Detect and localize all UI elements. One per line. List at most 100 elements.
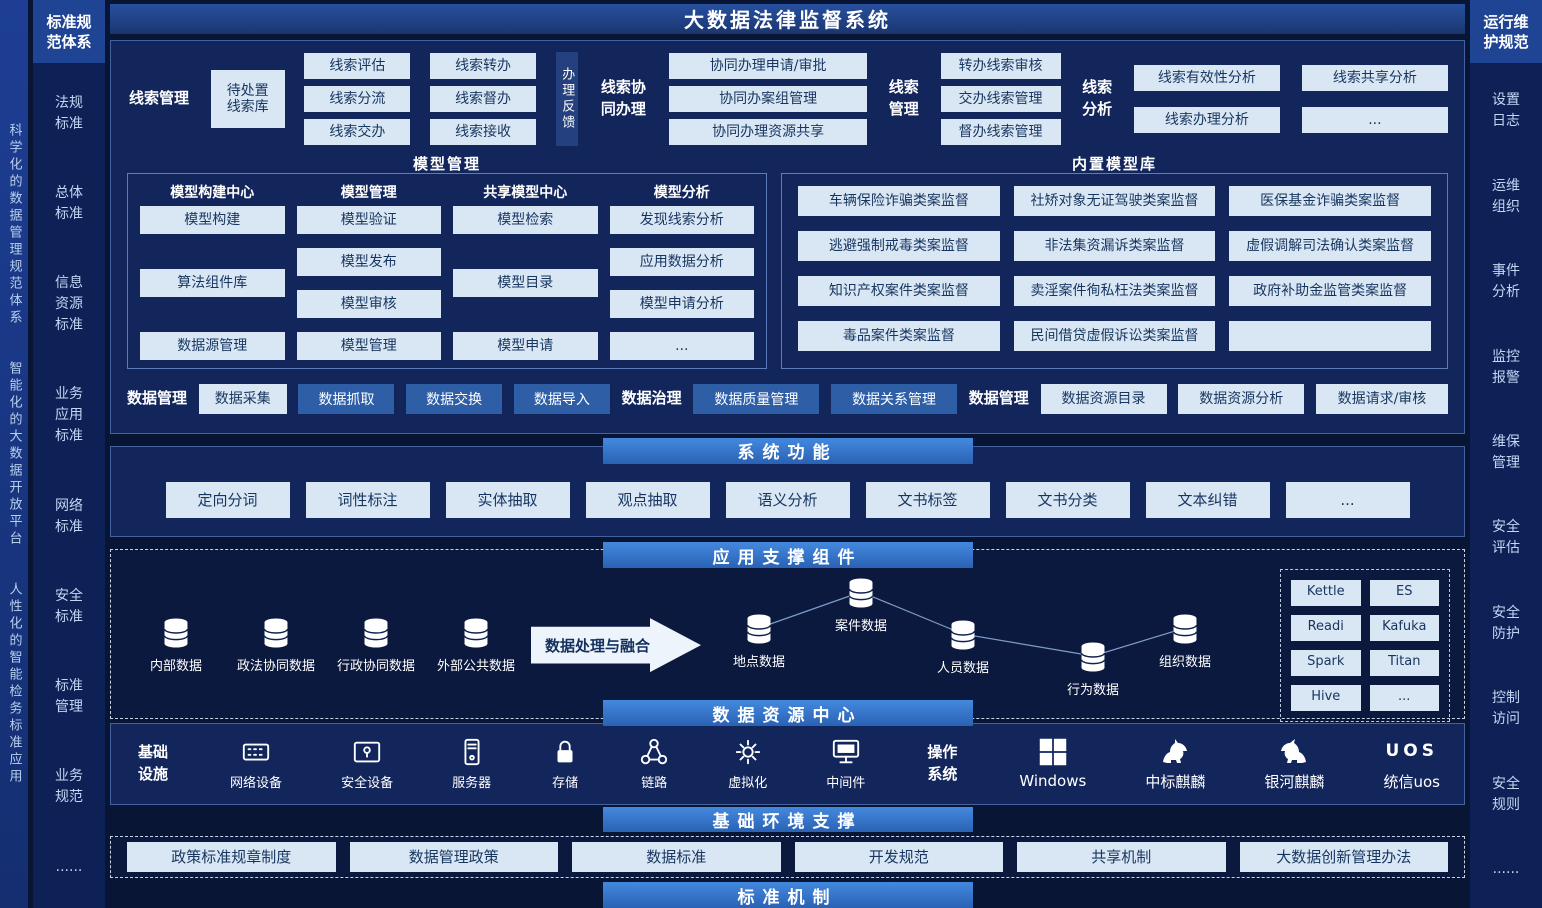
clue-analysis-label: 线索分析	[1082, 78, 1113, 118]
clue-box: 转办线索审核	[940, 52, 1061, 79]
data-box: 数据资源目录	[1040, 383, 1167, 414]
standards-list: 法规标准 总体标准 信息资源标准 业务应用标准 网络标准 安全标准 标准管理 业…	[33, 63, 105, 908]
function-box: 定向分词	[165, 482, 290, 519]
motto-text: 科学化的数据管理规范体系	[6, 122, 22, 327]
list-item: 网络标准	[55, 497, 83, 535]
function-box: 词性标注	[305, 482, 430, 519]
library-cell: 毒品案件类案监督	[798, 320, 1000, 351]
tech-box: ...	[1369, 684, 1439, 711]
list-item: 安全规则	[1492, 775, 1520, 813]
data-box: 数据采集	[198, 383, 287, 414]
model-group: 模型管理 模型验证 模型发布 模型审核 模型管理	[296, 182, 441, 360]
device-item: 中间件	[826, 737, 865, 791]
process-arrow: 数据处理与融合	[531, 618, 701, 673]
list-item: 控制访问	[1492, 690, 1520, 728]
function-box: 语义分析	[725, 482, 850, 519]
list-item: 监控报警	[1492, 348, 1520, 386]
model-item: ...	[609, 331, 754, 360]
function-box: 文书标签	[865, 482, 990, 519]
data-box: 数据请求/审核	[1315, 383, 1448, 414]
database-icon	[263, 618, 289, 648]
pending-clue-pool-text: 待处置线索库	[226, 82, 269, 115]
model-item: 发现线索分析	[609, 205, 754, 234]
library-cell: 社矫对象无证驾驶类案监督	[1013, 185, 1216, 216]
fused-data-cluster: 地点数据 案件数据 人员数据 行为数据 组织数据	[717, 576, 1227, 714]
kylin-horse-icon	[1281, 738, 1307, 763]
data-sources: 内部数据 政法协同数据 行政协同数据 外部公共数据	[137, 616, 515, 674]
target-label: 行为数据	[1066, 683, 1119, 699]
clue-box: 线索有效性分析	[1133, 64, 1280, 91]
model-group-header: 模型分析	[653, 184, 710, 201]
clue-box: 线索交办	[304, 118, 411, 145]
device-label: 存储	[552, 775, 579, 791]
data-manage-label: 数据管理	[127, 388, 188, 407]
clue-col-2: 线索转办 线索督办 线索接收	[430, 52, 537, 145]
os-name: Windows	[1019, 772, 1087, 791]
model-group: 模型分析 发现线索分析 应用数据分析 模型申请分析 ...	[609, 182, 754, 360]
data-target: 行为数据	[1061, 640, 1125, 698]
list-item: 业务应用标准	[55, 386, 83, 445]
clue-collab-label: 线索协同办理	[600, 78, 646, 118]
list-item: 业务规范	[55, 768, 83, 806]
ops-sidebar: 运行维护规范 设置日志 运维组织 事件分析 监控报警 维保管理 安全评估 安全防…	[1470, 0, 1542, 908]
motto-text: 智能化的大数据开放平台	[6, 360, 22, 548]
source-label: 外部公共数据	[437, 659, 516, 675]
clue-box: 线索共享分析	[1301, 64, 1448, 91]
standard-mechanism-header: 标准机制	[602, 882, 973, 908]
tech-box: Spark	[1291, 649, 1361, 676]
security-device-icon	[353, 741, 381, 763]
policy-box: 数据标准	[572, 842, 781, 873]
list-item: 法规标准	[55, 94, 83, 132]
model-item: 模型验证	[296, 205, 441, 234]
tech-box: Readi	[1291, 614, 1361, 641]
database-icon	[950, 620, 976, 650]
tech-box: Titan	[1369, 649, 1439, 676]
model-management-section: 模型管理 模型构建中心 模型构建 算法组件库 数据源管理 模型管理	[127, 153, 767, 369]
model-item: 模型构建	[140, 205, 285, 234]
policy-box: 数据管理政策	[349, 842, 558, 873]
model-group-header: 模型构建中心	[170, 184, 255, 201]
model-item: 模型申请	[453, 331, 598, 360]
policy-box: 大数据创新管理办法	[1239, 842, 1448, 873]
data-source: 政法协同数据	[237, 616, 315, 674]
connector-lines	[758, 591, 1186, 657]
tech-box: Hive	[1291, 684, 1361, 711]
list-item: 设置日志	[1492, 92, 1520, 130]
infrastructure-panel: 基础设施 网络设备 安全设备 服务器 存储 链路	[110, 722, 1465, 805]
policy-panel: 政策标准规章制度 数据管理政策 数据标准 开发规范 共享机制 大数据创新管理办法	[110, 836, 1465, 879]
library-cell: 知识产权案件类案监督	[798, 275, 1000, 306]
library-cell: 政府补助金监管类案监督	[1229, 275, 1431, 306]
device-item: 链路	[639, 737, 669, 791]
clue-box: 线索分流	[304, 85, 411, 112]
windows-icon	[1039, 738, 1067, 766]
source-label: 政法协同数据	[237, 659, 316, 675]
policy-box: 开发规范	[794, 842, 1003, 873]
device-label: 中间件	[826, 775, 866, 791]
data-box: 数据导入	[513, 383, 610, 414]
os-item: 中标麒麟	[1145, 736, 1205, 792]
data-source: 外部公共数据	[437, 616, 515, 674]
ops-sidebar-title-text: 运行维护规范	[1483, 13, 1529, 52]
tech-box: Kettle	[1291, 579, 1361, 606]
library-cell: 车辆保险诈骗类案监督	[798, 185, 1000, 216]
data-box: 数据资源分析	[1178, 383, 1305, 414]
model-group-items: 模型验证 模型发布 模型审核 模型管理	[296, 205, 441, 360]
function-box: 文本纠错	[1145, 482, 1270, 519]
database-icon	[463, 618, 489, 648]
target-label: 案件数据	[834, 619, 887, 635]
data-source: 内部数据	[137, 616, 215, 674]
list-item: 事件分析	[1492, 263, 1520, 301]
clue-box: ...	[1301, 106, 1448, 133]
list-item: 维保管理	[1492, 433, 1520, 471]
target-label: 人员数据	[936, 661, 989, 677]
library-cell: 逃避强制戒毒类案监督	[798, 230, 1000, 261]
database-icon	[746, 614, 772, 644]
uos-logo: UOS	[1385, 740, 1438, 761]
clue-manage2-label: 线索管理	[888, 78, 919, 118]
device-item: 服务器	[452, 737, 491, 791]
feedback-strip: 办理反馈	[555, 51, 578, 146]
database-icon	[363, 618, 389, 648]
database-icon	[163, 618, 189, 648]
model-row: 模型管理 模型构建中心 模型构建 算法组件库 数据源管理 模型管理	[121, 153, 1454, 369]
